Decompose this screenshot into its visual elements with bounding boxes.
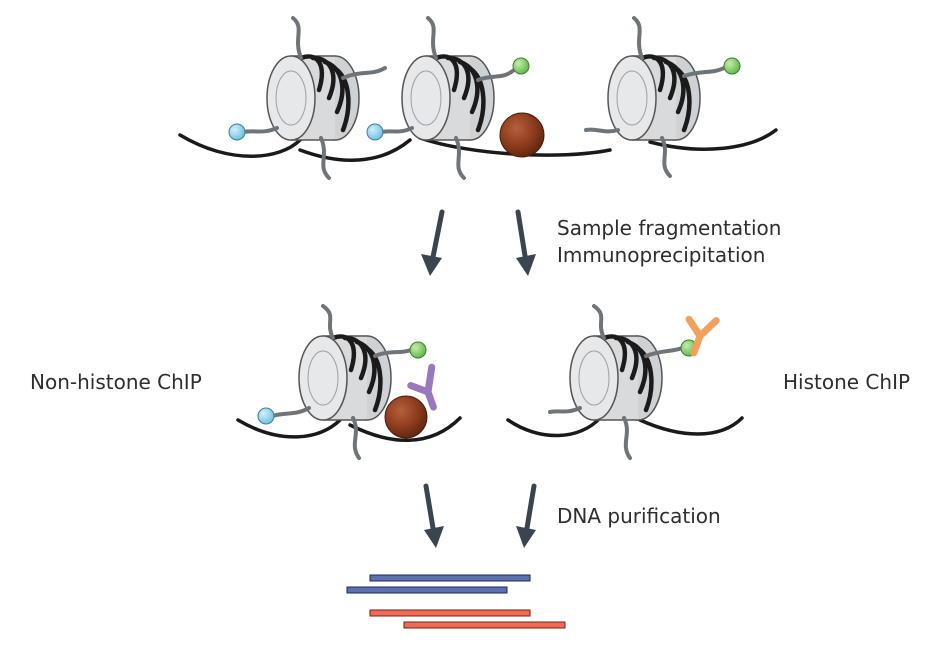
- histone-tail: [644, 346, 684, 358]
- step-immunoprecipitation-label: Immunoprecipitation: [557, 243, 766, 267]
- dna-strand: [236, 416, 462, 442]
- histone-tail: [291, 16, 303, 60]
- arrow-down-icon: [421, 209, 445, 276]
- dna-fragment-blue: [369, 574, 531, 582]
- histone-chip-label: Histone ChIP: [783, 370, 911, 394]
- arrows-purification: [423, 483, 537, 548]
- histone-tail: [476, 68, 516, 82]
- arrow-down-icon: [423, 483, 444, 548]
- nucleosome: [366, 16, 530, 180]
- histone-tail: [592, 304, 606, 340]
- step-fragmentation-label: Sample fragmentation: [557, 216, 782, 240]
- histone-chip-fragment: [506, 304, 744, 460]
- step-purification-label: DNA purification: [557, 504, 721, 528]
- antibody-icon: [685, 315, 720, 357]
- histone-tail: [321, 304, 335, 340]
- histone-tail: [548, 406, 582, 414]
- purified-dna-fragments: [346, 574, 566, 629]
- histone-tail: [426, 16, 438, 60]
- non-histone-chip-fragment: [236, 304, 462, 460]
- arrow-down-icon: [516, 483, 537, 548]
- histone-tail: [632, 16, 644, 60]
- histone-tail: [660, 136, 672, 178]
- histone-mark-blue: [257, 407, 275, 425]
- histone-tail: [622, 416, 632, 460]
- dna-strand: [506, 416, 744, 438]
- dna-strand: [178, 128, 778, 162]
- arrows-fragmentation: [421, 209, 536, 276]
- histone-mark-blue: [366, 123, 384, 141]
- histone-mark-blue: [228, 123, 246, 141]
- non-histone-chip-label: Non-histone ChIP: [30, 370, 202, 394]
- histone-tail: [341, 66, 387, 80]
- histone-tail: [584, 127, 620, 134]
- histone-tail: [373, 348, 413, 358]
- histone-mark-green: [723, 57, 741, 75]
- histone-mark-green: [409, 341, 427, 359]
- bound-protein: [499, 112, 545, 158]
- dna-fragment-red: [369, 609, 531, 617]
- nucleosome: [584, 16, 741, 178]
- dna-fragment-blue: [346, 586, 508, 594]
- dna-fragment-red: [403, 621, 566, 629]
- antibody-icon: [407, 363, 437, 411]
- arrow-down-icon: [515, 209, 536, 276]
- histone-tail: [351, 416, 361, 460]
- histone-tail: [319, 136, 331, 180]
- histone-tail: [380, 126, 414, 134]
- nucleosome: [228, 16, 387, 180]
- bound-protein: [384, 395, 428, 439]
- histone-tail: [454, 136, 466, 180]
- chromatin-top: [178, 16, 778, 180]
- histone-tail: [682, 66, 726, 78]
- histone-tail: [271, 406, 311, 418]
- histone-mark-green: [512, 57, 530, 75]
- histone-tail: [241, 126, 279, 134]
